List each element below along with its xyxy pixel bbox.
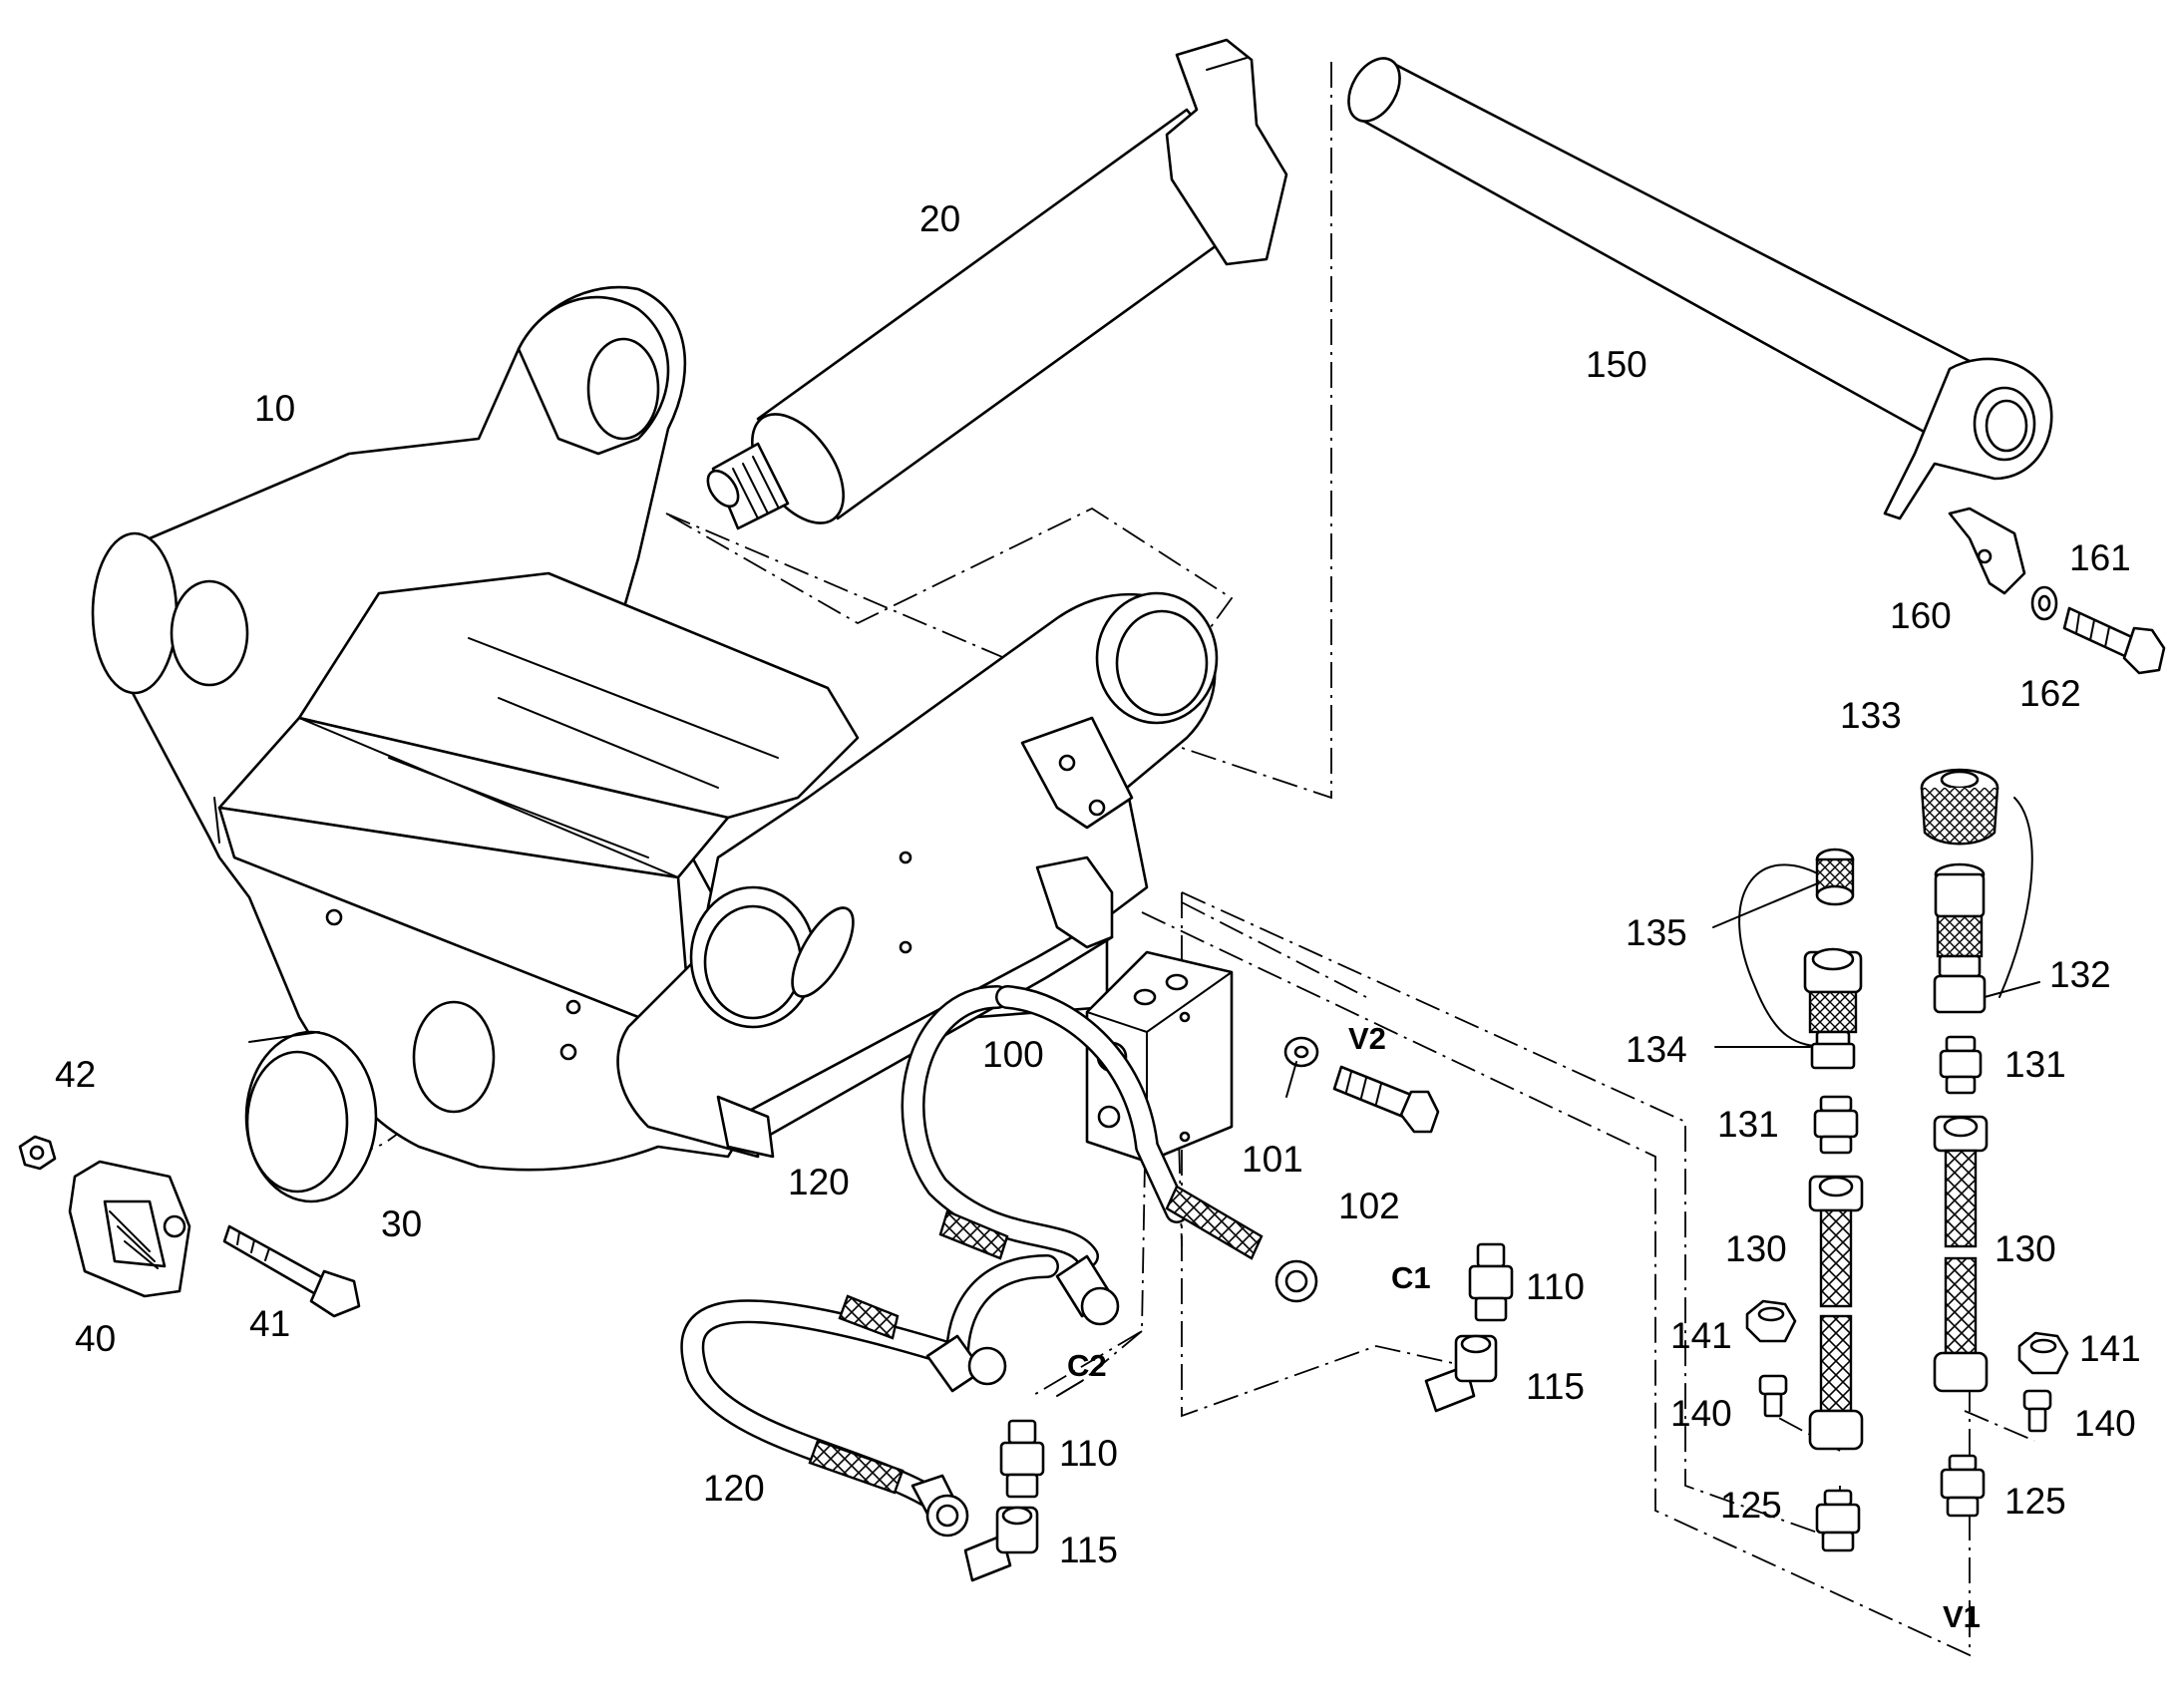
label-110-upper: 110 [1526, 1266, 1585, 1307]
label-135: 135 [1626, 912, 1687, 953]
leader-lines [1056, 881, 2040, 1397]
nipple-131-left [1813, 1095, 1859, 1155]
valve-block [1085, 950, 1234, 1164]
nut-141-right [2017, 1331, 2069, 1375]
port-labels: V1 V2 C1 C2 [1067, 1021, 1981, 1634]
label-160: 160 [1890, 595, 1952, 636]
label-141-right: 141 [2079, 1328, 2141, 1369]
nut-42 [18, 1135, 57, 1171]
label-125-right: 125 [2004, 1481, 2066, 1522]
assembly-lines [159, 62, 2035, 1657]
label-20: 20 [919, 198, 960, 239]
label-131-left: 131 [1717, 1104, 1779, 1145]
fitting-115-upper [1424, 1334, 1498, 1413]
hose-130-right [1933, 1115, 1989, 1393]
label-130-left: 130 [1725, 1228, 1787, 1269]
label-40: 40 [75, 1318, 116, 1359]
label-110-lower: 110 [1059, 1433, 1118, 1474]
quick-coupler-frame [91, 285, 1219, 1172]
fitting-110-upper [1468, 1242, 1514, 1322]
nipple-125-left [1815, 1489, 1861, 1552]
label-140-left: 140 [1670, 1393, 1732, 1434]
lock-plate [68, 1160, 191, 1298]
label-131-right: 131 [2004, 1044, 2066, 1085]
plug-140-right [2022, 1389, 2052, 1433]
label-42: 42 [55, 1054, 96, 1095]
washer-101 [1283, 1036, 1319, 1068]
coupling-132 [1933, 862, 1987, 1014]
label-150: 150 [1586, 344, 1647, 385]
label-134: 134 [1626, 1029, 1687, 1070]
label-162: 162 [2019, 673, 2081, 714]
nipple-131-right [1939, 1035, 1983, 1095]
part-labels: 10 20 30 40 41 42 100 101 102 110 110 11… [55, 198, 2141, 1570]
dust-cap-133 [1920, 768, 2033, 998]
label-133: 133 [1840, 695, 1902, 736]
fitting-115-lower [963, 1506, 1039, 1582]
label-140-right: 140 [2074, 1403, 2136, 1444]
nut-141-left [1745, 1299, 1797, 1343]
label-125-left: 125 [1720, 1485, 1782, 1526]
label-115-lower: 115 [1059, 1530, 1118, 1570]
bolt-102 [1332, 1065, 1440, 1134]
fitting-110-lower [999, 1419, 1045, 1499]
cylinder-20 [706, 38, 1288, 530]
lock-160 [1948, 507, 2026, 595]
hose-120-lower [680, 1254, 1059, 1537]
dust-cap-135 [1738, 848, 1855, 1048]
nipple-125-right [1940, 1454, 1986, 1518]
label-102: 102 [1338, 1186, 1400, 1226]
plug-140-left [1758, 1374, 1788, 1418]
port-label-v1: V1 [1943, 1599, 1981, 1634]
label-161: 161 [2069, 537, 2131, 578]
label-41: 41 [249, 1303, 290, 1344]
hose-120-upper [901, 985, 1318, 1326]
bushing-ring [244, 1030, 378, 1203]
bolt-162 [2062, 606, 2166, 675]
port-label-c2: C2 [1067, 1348, 1107, 1383]
label-120-upper: 120 [788, 1162, 850, 1202]
label-132: 132 [2049, 954, 2111, 995]
port-label-c1: C1 [1391, 1260, 1431, 1295]
washer-161 [2030, 585, 2058, 621]
label-141-left: 141 [1670, 1315, 1732, 1356]
coupling-134 [1803, 947, 1863, 1070]
label-30: 30 [381, 1203, 422, 1244]
label-101: 101 [1242, 1139, 1303, 1180]
label-115-upper: 115 [1526, 1366, 1585, 1407]
label-130-right: 130 [1995, 1228, 2056, 1269]
label-100: 100 [982, 1034, 1044, 1075]
port-label-v2: V2 [1348, 1021, 1386, 1056]
bolt-41 [222, 1224, 361, 1318]
label-120-lower: 120 [703, 1468, 765, 1509]
label-10: 10 [254, 388, 295, 429]
pin-150 [1347, 57, 2053, 520]
hose-130-left [1808, 1175, 1864, 1451]
